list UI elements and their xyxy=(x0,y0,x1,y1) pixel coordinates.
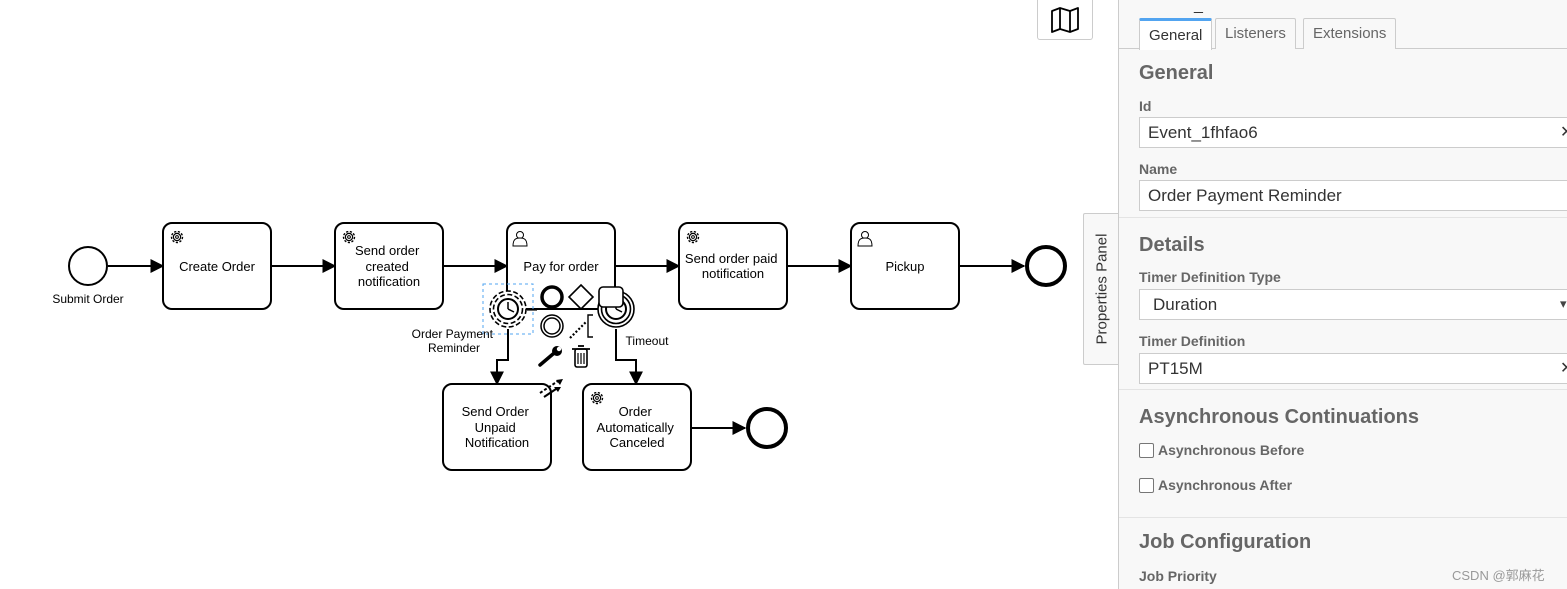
wrench-icon[interactable] xyxy=(538,346,562,367)
tab-extensions[interactable]: Extensions xyxy=(1303,18,1397,49)
group-async: Asynchronous Continuations Asynchronous … xyxy=(1119,390,1567,518)
clear-timer-definition-icon[interactable]: ✕ xyxy=(1560,358,1567,378)
async-after-label: Asynchronous After xyxy=(1158,477,1293,493)
task-pay-for-order[interactable]: Pay for order xyxy=(506,222,616,310)
task-send-order-created[interactable]: Send order created notification xyxy=(334,222,444,310)
boundary-label-line-2: Reminder xyxy=(428,341,480,355)
group-job-configuration: Job Configuration Job Priority xyxy=(1119,518,1567,589)
start-event[interactable] xyxy=(68,246,108,286)
append-intermediate-event-icon[interactable] xyxy=(540,314,564,338)
properties-panel: _ General Listeners Extensions General I… xyxy=(1118,0,1567,589)
boundary-timeout-label: Timeout xyxy=(626,334,670,348)
task-label-line-3: Canceled xyxy=(610,435,665,450)
async-before-label: Asynchronous Before xyxy=(1158,442,1305,458)
task-label-line-1: Order xyxy=(619,404,653,419)
timer-definition-label: Timer Definition xyxy=(1139,333,1246,349)
boundary-label-line-1: Order Payment xyxy=(412,327,494,341)
task-label-line-1: Send order paid xyxy=(685,251,778,266)
group-general: General Id Event_1fhfao6 ✕ Name Order Pa… xyxy=(1119,50,1567,218)
task-label: Pay for order xyxy=(523,259,599,274)
properties-panel-toggle-label: Properties Panel xyxy=(1093,233,1110,345)
sequence-flows[interactable] xyxy=(108,259,1026,435)
task-order-canceled[interactable]: Order Automatically Canceled xyxy=(582,383,692,471)
async-after-row[interactable]: Asynchronous After xyxy=(1139,477,1292,493)
group-title: Job Configuration xyxy=(1139,531,1312,553)
minimap-toggle-button[interactable] xyxy=(1037,0,1093,40)
task-label-line-2: Automatically xyxy=(597,420,675,435)
group-title: Asynchronous Continuations xyxy=(1139,406,1419,428)
tab-general[interactable]: General xyxy=(1139,18,1213,50)
end-event-canceled[interactable] xyxy=(746,407,788,449)
end-event-main[interactable] xyxy=(1025,245,1067,287)
task-label: Create Order xyxy=(179,259,256,274)
tab-listeners[interactable]: Listeners xyxy=(1215,18,1296,49)
timer-icon xyxy=(497,298,519,320)
svg-text:Send Order Unpaid: Send Order Unpaid Notification xyxy=(462,404,533,450)
svg-text:Send order paid notifica: Send order paid notification xyxy=(685,251,781,281)
task-label-line-1: Send Order xyxy=(462,404,530,419)
async-after-checkbox[interactable] xyxy=(1139,477,1154,493)
map-icon xyxy=(1051,6,1079,33)
name-input[interactable]: Order Payment Reminder xyxy=(1139,180,1567,211)
id-input[interactable]: Event_1fhfao6 xyxy=(1139,117,1567,148)
watermark: CSDN @郭麻花 xyxy=(1452,568,1545,583)
append-end-event-icon[interactable] xyxy=(540,285,564,309)
panel-title: _ xyxy=(1194,0,1203,14)
group-details: Details Timer Definition Type Duration ▾… xyxy=(1119,218,1567,390)
task-label-line-3: Notification xyxy=(465,435,529,450)
task-label-line-2: Unpaid xyxy=(475,420,516,435)
job-priority-label: Job Priority xyxy=(1139,568,1217,584)
task-label-line-3: notification xyxy=(358,274,420,289)
bpmn-diagram[interactable]: Submit Order Create Order Send order cre… xyxy=(0,0,1118,589)
task-pickup[interactable]: Pickup xyxy=(850,222,960,310)
task-label-line-2: created xyxy=(366,259,409,274)
group-title: Details xyxy=(1139,234,1205,256)
task-create-order[interactable]: Create Order xyxy=(162,222,272,310)
id-label: Id xyxy=(1139,98,1152,114)
connect-arrow-icon[interactable] xyxy=(539,379,563,398)
timer-type-label: Timer Definition Type xyxy=(1139,269,1281,285)
async-before-checkbox[interactable] xyxy=(1139,442,1154,458)
task-label-line-2: notification xyxy=(702,266,764,281)
context-pad[interactable] xyxy=(527,283,624,398)
group-title: General xyxy=(1139,62,1214,84)
properties-panel-toggle[interactable]: Properties Panel xyxy=(1083,213,1119,365)
start-event-label: Submit Order xyxy=(52,292,123,306)
chevron-down-icon[interactable]: ▾ xyxy=(1560,296,1567,311)
task-label: Pickup xyxy=(885,259,924,274)
text-annotation-icon[interactable] xyxy=(569,314,593,339)
boundary-timer-reminder[interactable] xyxy=(482,283,534,335)
async-before-row[interactable]: Asynchronous Before xyxy=(1139,442,1304,458)
append-task-icon[interactable] xyxy=(598,286,624,308)
bpmn-canvas[interactable]: Submit Order Create Order Send order cre… xyxy=(0,0,1118,589)
task-label-line-1: Send order xyxy=(355,243,420,258)
clear-id-icon[interactable]: ✕ xyxy=(1560,122,1567,142)
task-send-order-paid[interactable]: Send order paid notification xyxy=(678,222,788,310)
name-label: Name xyxy=(1139,161,1178,177)
panel-tabs: _ General Listeners Extensions xyxy=(1119,0,1567,50)
selection-outline xyxy=(482,283,534,335)
timer-definition-input[interactable]: PT15M xyxy=(1139,353,1567,384)
svg-text:Order Automatically: Order Automatically Canceled xyxy=(597,404,678,450)
svg-text:Order Payment Reminder: Order Payment Reminder xyxy=(412,327,497,355)
svg-text:Send order created: Send order created notification xyxy=(355,243,423,289)
timer-type-select[interactable]: Duration xyxy=(1139,289,1567,320)
trash-icon[interactable] xyxy=(572,345,590,368)
task-send-unpaid-notification[interactable]: Send Order Unpaid Notification xyxy=(442,383,552,471)
append-gateway-icon[interactable] xyxy=(567,283,595,311)
